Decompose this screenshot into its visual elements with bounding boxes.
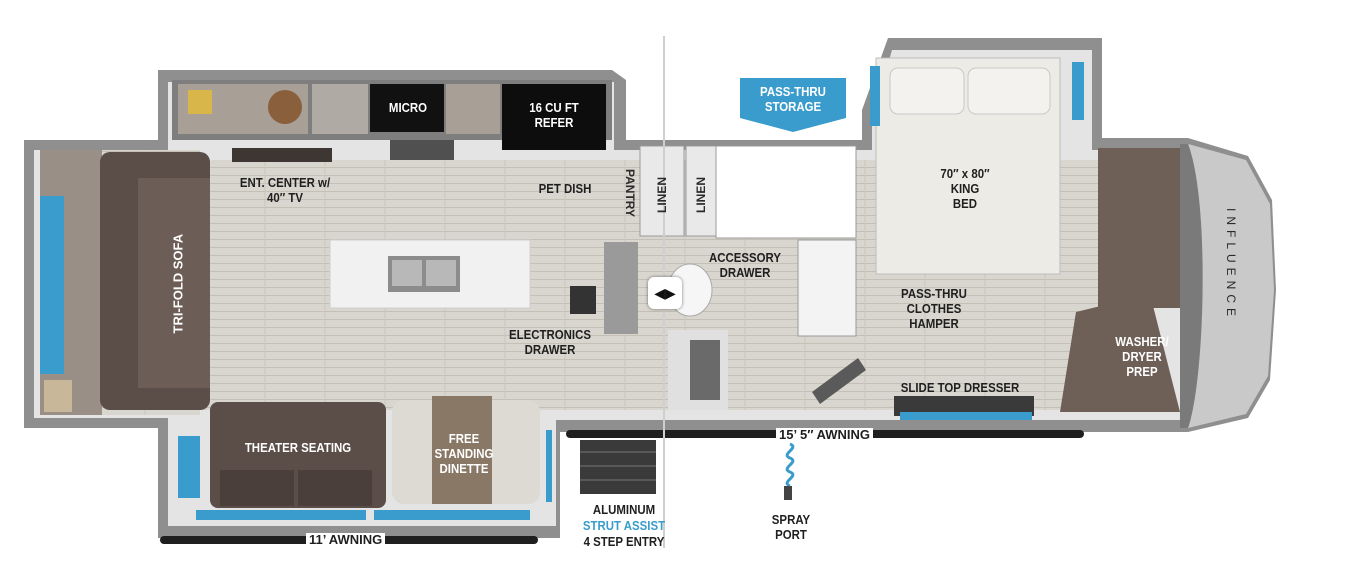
entry-label-2: STRUT ASSIST <box>582 518 666 533</box>
entry-label-3: 4 STEP ENTRY <box>583 534 665 549</box>
entry-steps <box>580 440 656 494</box>
refer-label: 16 CU FT REFER <box>529 100 579 130</box>
clothes-hamper-label: PASS-THRU CLOTHES HAMPER <box>901 286 967 331</box>
front-awning-label: 15’ 5″ AWNING <box>776 428 873 442</box>
tri-fold-sofa <box>40 150 210 415</box>
entry-label-1: ALUMINUM <box>592 502 656 517</box>
theater-seating <box>178 402 386 520</box>
washer-dryer-closet <box>1060 148 1180 412</box>
ent-center-label: ENT. CENTER w/ 40″ TV <box>239 175 331 205</box>
rear-awning-label: 11’ AWNING <box>306 533 386 547</box>
bedroom <box>870 57 1084 275</box>
micro-label: MICRO <box>388 100 428 115</box>
kitchen-island <box>329 239 531 309</box>
dinette <box>374 396 552 520</box>
king-bed-label: 70″ x 80″ KING BED <box>940 166 990 211</box>
linen-label-2: LINEN <box>694 177 708 213</box>
theater-seating-label: THEATER SEATING <box>244 440 352 455</box>
slide-top-dresser-label: SLIDE TOP DRESSER <box>900 380 1020 395</box>
kitchen-slide <box>172 80 612 162</box>
pass-thru-storage-label: PASS-THRU STORAGE <box>760 84 826 114</box>
spray-port-label: SPRAY PORT <box>771 512 811 542</box>
washer-dryer-label: WASHER/ DRYER PREP <box>1115 334 1169 379</box>
dinette-label: FREE STANDING DINETTE <box>434 431 494 476</box>
brand-label: INFLUENCE <box>1224 208 1238 322</box>
pet-dish-label: PET DISH <box>538 181 592 196</box>
electronics-drawer-label: ELECTRONICS DRAWER <box>508 327 591 357</box>
accessory-drawer-label: ACCESSORY DRAWER <box>708 250 782 280</box>
pass-thru-storage-callout <box>740 78 846 132</box>
left-right-arrows-icon[interactable]: ◀▶ <box>648 277 682 309</box>
pantry-label: PANTRY <box>623 169 637 217</box>
spray-port <box>784 442 795 500</box>
cooktop <box>570 242 638 334</box>
linen-label-1: LINEN <box>655 177 669 213</box>
front-cap <box>1180 144 1274 428</box>
tri-fold-sofa-label: TRI-FOLD SOFA <box>170 233 186 334</box>
slide-top-dresser <box>812 358 1034 420</box>
